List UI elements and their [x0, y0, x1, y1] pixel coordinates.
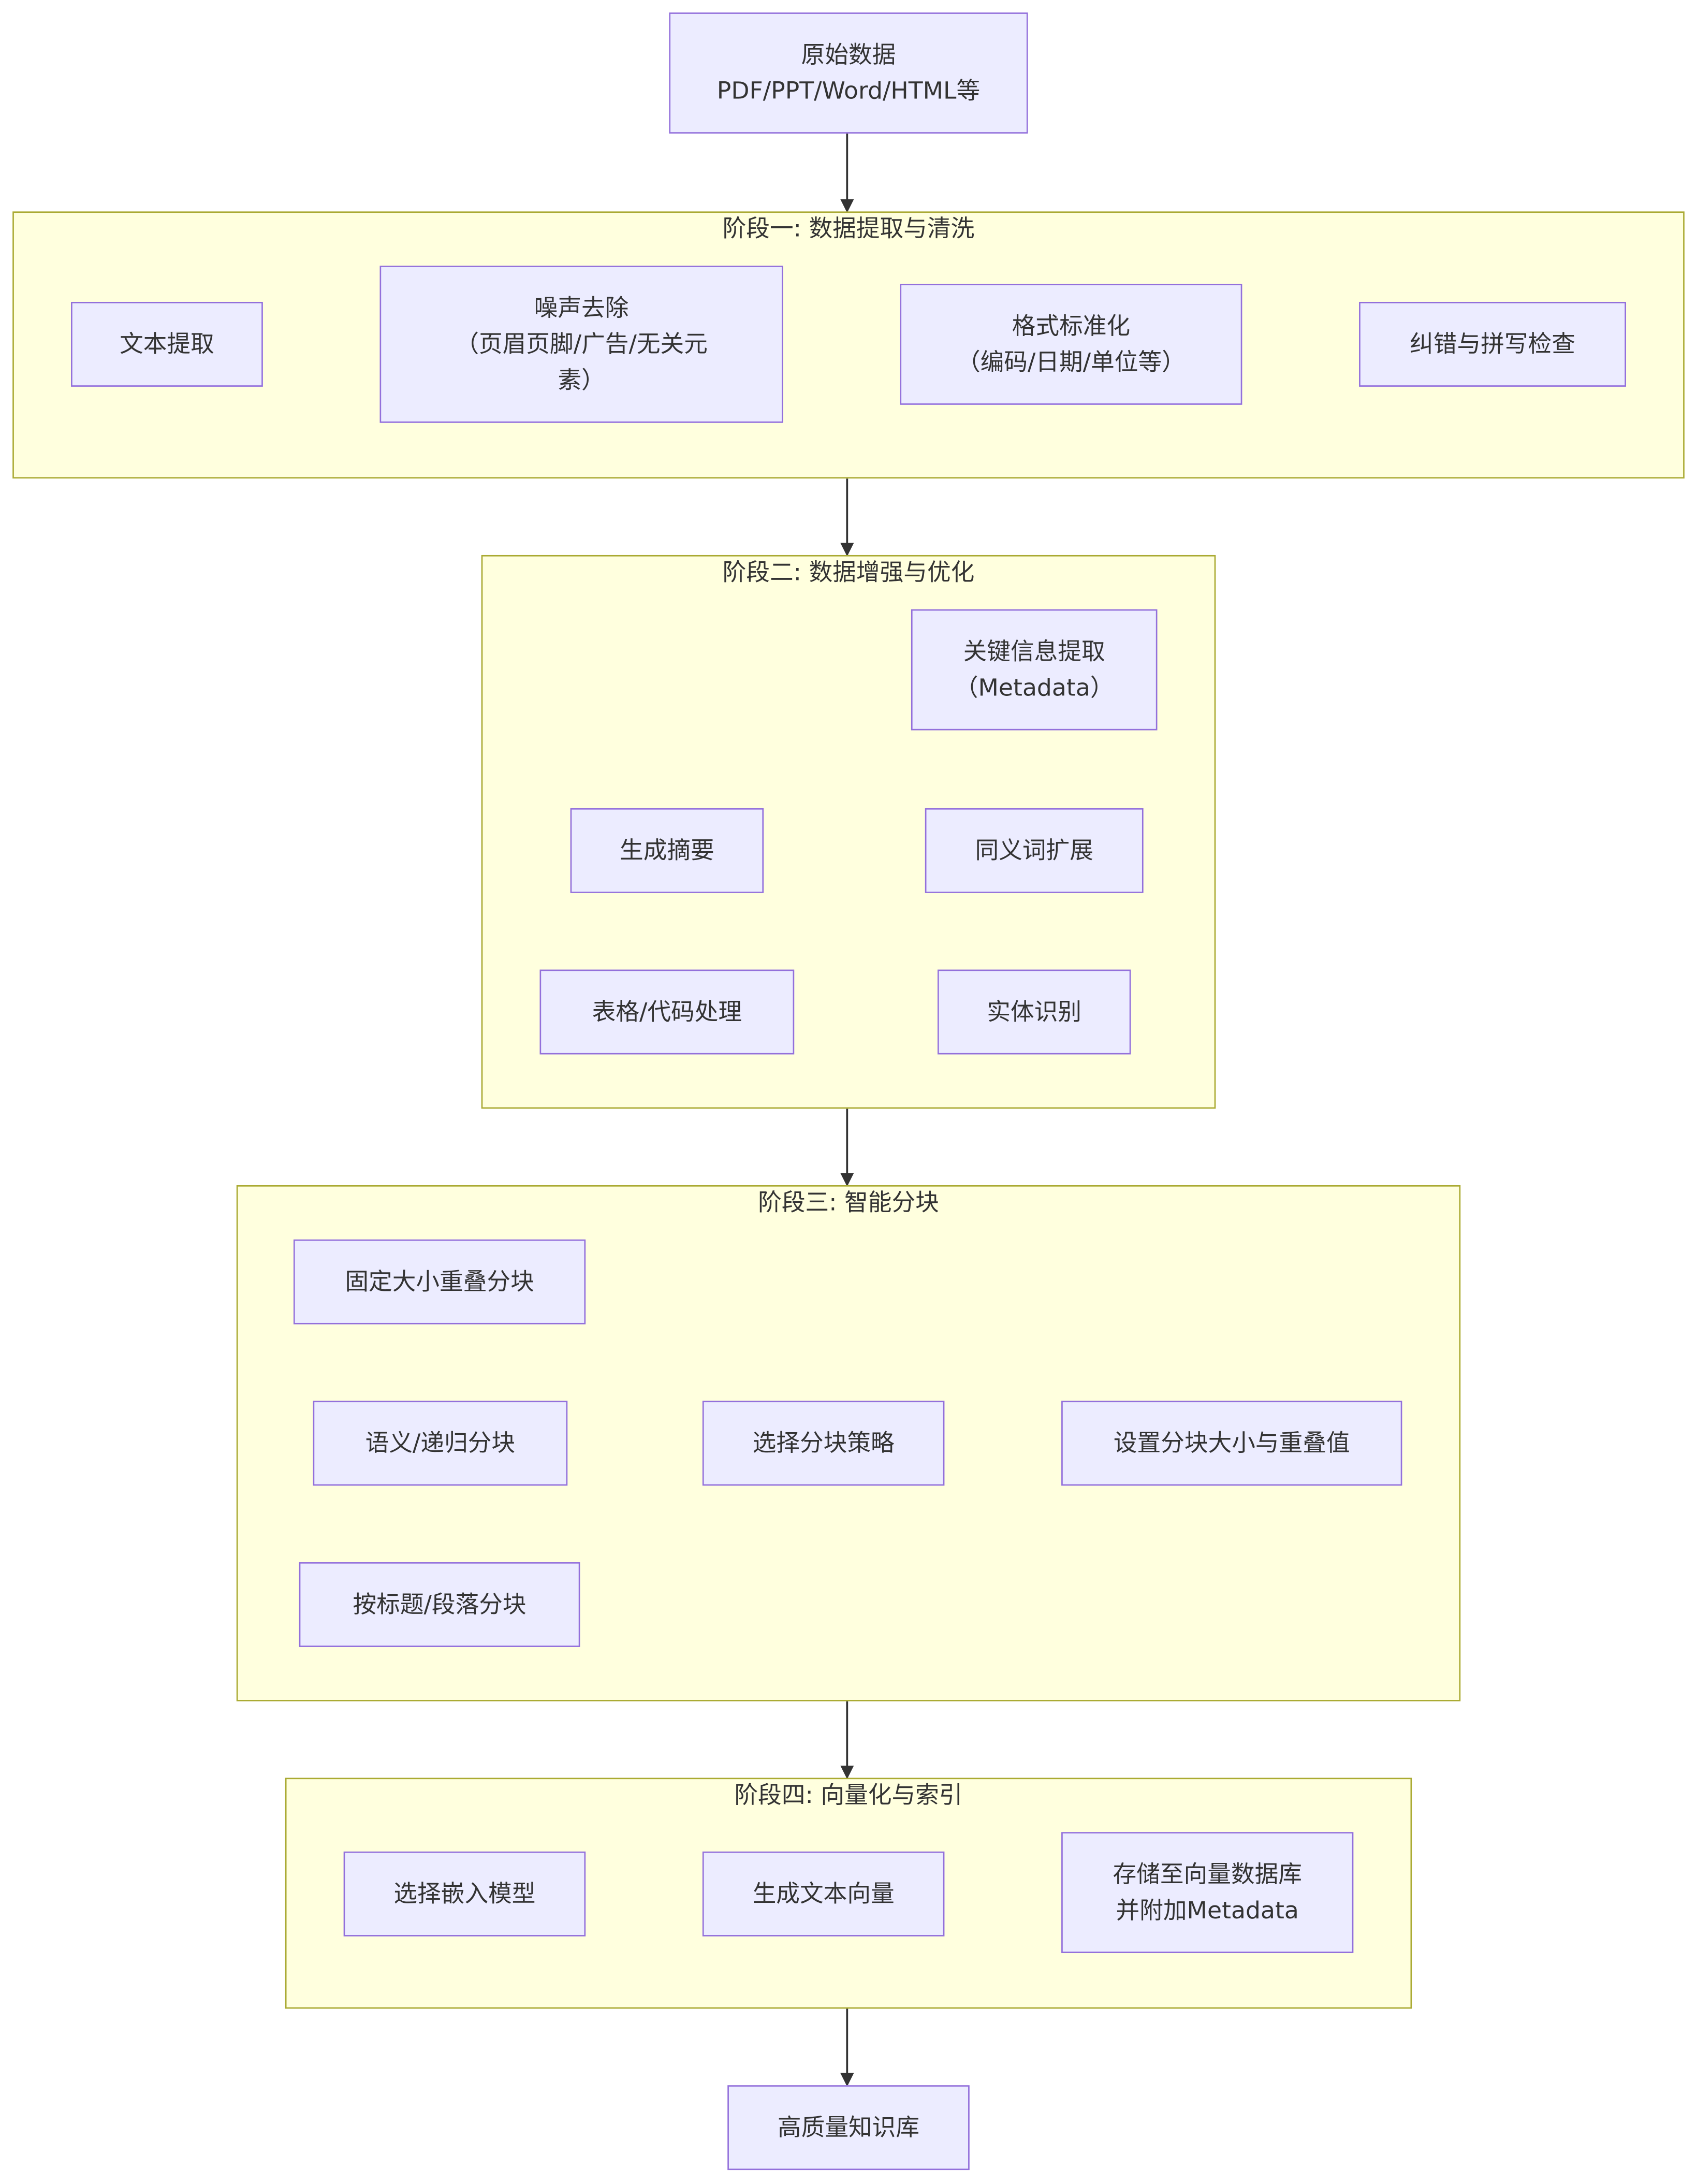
node-fixed-size-chunking[interactable]: 固定大小重叠分块: [293, 1239, 586, 1324]
node-generate-summary-label: 生成摘要: [620, 836, 714, 865]
node-set-chunk-size[interactable]: 设置分块大小与重叠值: [1061, 1401, 1402, 1486]
node-table-code-label: 表格/代码处理: [592, 998, 742, 1026]
stage1-title: 阶段一: 数据提取与清洗: [722, 215, 975, 244]
node-key-info-line2: （Metadata）: [954, 674, 1114, 702]
node-noise-removal-line3: 素）: [558, 366, 605, 395]
node-raw-data-line2: PDF/PPT/Word/HTML等: [716, 77, 981, 105]
node-store-vector-db-line1: 存储至向量数据库: [1113, 1860, 1302, 1889]
node-semantic-chunking[interactable]: 语义/递归分块: [313, 1401, 568, 1486]
node-spell-check[interactable]: 纠错与拼写检查: [1359, 301, 1626, 387]
node-fixed-size-chunking-label: 固定大小重叠分块: [345, 1268, 534, 1296]
node-synonym-expansion[interactable]: 同义词扩展: [925, 808, 1144, 893]
node-chunk-strategy[interactable]: 选择分块策略: [702, 1401, 945, 1486]
node-key-info-extraction[interactable]: 关键信息提取 （Metadata）: [911, 609, 1158, 731]
node-set-chunk-size-label: 设置分块大小与重叠值: [1113, 1429, 1350, 1458]
node-heading-chunking[interactable]: 按标题/段落分块: [299, 1562, 580, 1647]
node-semantic-chunking-label: 语义/递归分块: [365, 1429, 516, 1458]
node-noise-removal-line1: 噪声去除: [534, 294, 629, 322]
node-spell-check-label: 纠错与拼写检查: [1410, 330, 1575, 358]
node-generate-vectors-label: 生成文本向量: [752, 1880, 895, 1908]
node-format-normalization[interactable]: 格式标准化 （编码/日期/单位等）: [900, 284, 1242, 405]
node-chunk-strategy-label: 选择分块策略: [752, 1429, 895, 1458]
node-entity-recognition-label: 实体识别: [987, 998, 1082, 1026]
node-raw-data-line1: 原始数据: [801, 41, 896, 69]
node-heading-chunking-label: 按标题/段落分块: [353, 1591, 526, 1619]
node-knowledge-base-label: 高质量知识库: [777, 2114, 920, 2142]
node-table-code-processing[interactable]: 表格/代码处理: [539, 969, 795, 1055]
node-text-extraction[interactable]: 文本提取: [71, 301, 263, 387]
node-format-normalization-line1: 格式标准化: [1012, 312, 1131, 340]
node-embedding-model[interactable]: 选择嵌入模型: [343, 1851, 586, 1937]
node-text-extraction-label: 文本提取: [120, 330, 214, 358]
node-format-normalization-line2: （编码/日期/单位等）: [956, 348, 1186, 376]
node-entity-recognition[interactable]: 实体识别: [937, 969, 1131, 1055]
node-synonym-expansion-label: 同义词扩展: [975, 836, 1093, 865]
node-knowledge-base[interactable]: 高质量知识库: [727, 2085, 970, 2171]
node-generate-summary[interactable]: 生成摘要: [570, 808, 764, 893]
node-noise-removal[interactable]: 噪声去除 （页眉页脚/广告/无关元 素）: [379, 266, 783, 423]
node-store-vector-db-line2: 并附加Metadata: [1116, 1897, 1299, 1925]
node-generate-vectors[interactable]: 生成文本向量: [702, 1851, 945, 1937]
stage4-title: 阶段四: 向量化与索引: [734, 1782, 963, 1810]
node-embedding-model-label: 选择嵌入模型: [393, 1880, 536, 1908]
node-store-vector-db[interactable]: 存储至向量数据库 并附加Metadata: [1061, 1832, 1354, 1953]
stage3-title: 阶段三: 智能分块: [758, 1189, 939, 1217]
node-key-info-line1: 关键信息提取: [963, 637, 1105, 666]
node-noise-removal-line2: （页眉页脚/广告/无关元: [455, 330, 708, 358]
node-raw-data[interactable]: 原始数据 PDF/PPT/Word/HTML等: [669, 12, 1028, 134]
stage2-title: 阶段二: 数据增强与优化: [722, 559, 975, 587]
